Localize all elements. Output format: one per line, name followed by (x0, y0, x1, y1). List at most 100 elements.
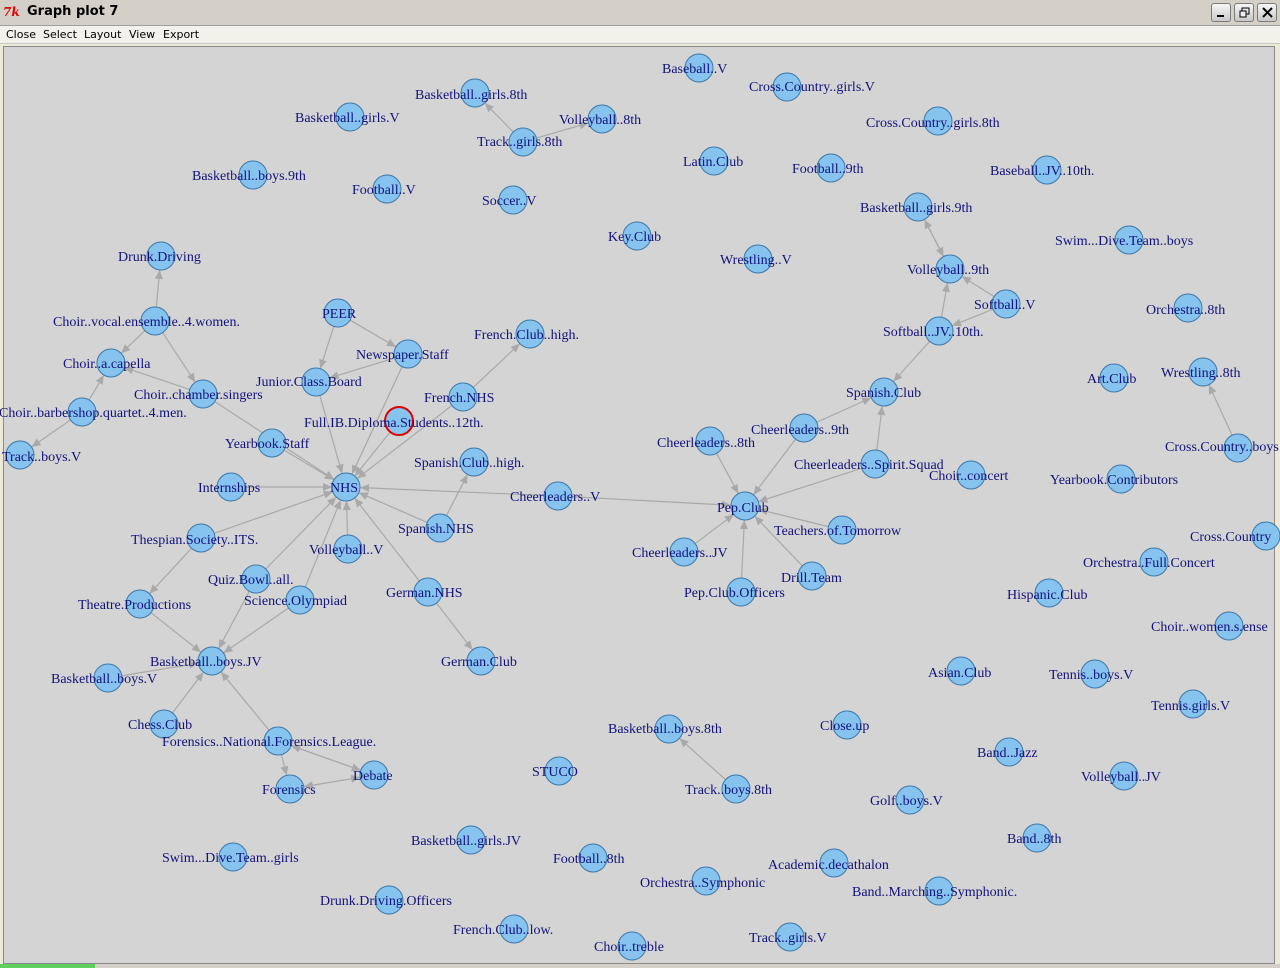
graph-plot[interactable]: Baseball..VCross.Country..girls.VBasketb… (0, 47, 1280, 963)
node-bb_girls_8[interactable]: Basketball..girls.8th (415, 78, 527, 108)
node-circle[interactable] (1223, 433, 1253, 463)
node-yb_contrib[interactable]: Yearbook.Contributors (1050, 464, 1178, 494)
node-circle[interactable] (654, 714, 684, 744)
node-circle[interactable] (67, 397, 97, 427)
node-teachers[interactable]: Teachers.of.Tomorrow (774, 515, 902, 545)
node-circle[interactable] (775, 922, 805, 952)
maximize-button[interactable] (1234, 3, 1254, 22)
node-circle[interactable] (1178, 689, 1208, 719)
node-circle[interactable] (197, 646, 227, 676)
node-circle[interactable] (1214, 611, 1244, 641)
node-circle[interactable] (797, 561, 827, 591)
node-choir_acap[interactable]: Choir..a.capella (63, 348, 151, 378)
node-circle[interactable] (384, 406, 414, 436)
node-softball_jv[interactable]: Softball..JV..10th. (883, 316, 983, 346)
node-orch_8[interactable]: Orchestra..8th (1146, 293, 1225, 323)
node-cheer_9[interactable]: Cheerleaders..9th (751, 413, 849, 443)
node-latin[interactable]: Latin.Club (683, 146, 743, 176)
node-circle[interactable] (617, 931, 647, 961)
node-circle[interactable] (372, 174, 402, 204)
node-circle[interactable] (456, 825, 486, 855)
menu-close[interactable]: Close (6, 28, 36, 41)
node-circle[interactable] (691, 866, 721, 896)
node-circle[interactable] (146, 241, 176, 271)
node-closeup[interactable]: Close.up (820, 710, 869, 740)
node-wrestling_v[interactable]: Wrestling..V (720, 244, 792, 274)
node-circle[interactable] (743, 244, 773, 274)
node-cheer_8[interactable]: Cheerleaders..8th (657, 426, 755, 456)
node-circle[interactable] (275, 774, 305, 804)
node-circle[interactable] (956, 460, 986, 490)
node-circle[interactable] (695, 426, 725, 456)
node-science[interactable]: Science.Olympiad (244, 585, 347, 615)
node-circle[interactable] (895, 785, 925, 815)
node-spanish_high[interactable]: Spanish.Club..high. (414, 447, 524, 477)
node-thespian[interactable]: Thespian.Society..ITS. (131, 523, 258, 553)
node-circle[interactable] (96, 348, 126, 378)
node-peer[interactable]: PEER (322, 298, 357, 328)
node-xc_boys[interactable]: Cross.Country..boys (1165, 433, 1279, 463)
node-soccer_v[interactable]: Soccer..V (482, 185, 536, 215)
node-circle[interactable] (1139, 547, 1169, 577)
node-circle[interactable] (860, 449, 890, 479)
node-circle[interactable] (832, 710, 862, 740)
node-newspaper[interactable]: Newspaper.Staff (356, 339, 449, 369)
node-circle[interactable] (869, 377, 899, 407)
node-circle[interactable] (508, 127, 538, 157)
node-choir_women[interactable]: Choir..women.s.ense (1151, 611, 1268, 641)
node-softball_v[interactable]: Softball..V (974, 289, 1035, 319)
node-orch_full[interactable]: Orchestra..Full.Concert (1083, 547, 1215, 577)
node-circle[interactable] (544, 756, 574, 786)
node-spanish_club[interactable]: Spanish.Club (846, 377, 921, 407)
node-nhs[interactable]: NHS (330, 472, 361, 502)
node-choir_vocal[interactable]: Choir..vocal.ensemble..4.women. (53, 306, 240, 336)
node-circle[interactable] (499, 914, 529, 944)
node-circle[interactable] (1188, 357, 1218, 387)
node-xc_girls_v[interactable]: Cross.Country..girls.V (749, 72, 875, 102)
node-vb_v[interactable]: Volleyball..V (309, 534, 383, 564)
node-circle[interactable] (669, 537, 699, 567)
minimize-button[interactable] (1211, 3, 1231, 22)
node-circle[interactable] (699, 146, 729, 176)
node-circle[interactable] (393, 339, 423, 369)
node-fb_9[interactable]: Football..9th (792, 153, 864, 183)
node-forensics_nfl[interactable]: Forensics..National.Forensics.League. (162, 726, 376, 756)
node-circle[interactable] (323, 298, 353, 328)
node-choir_chamber[interactable]: Choir..chamber.singers (134, 379, 263, 409)
node-circle[interactable] (827, 515, 857, 545)
node-jcb[interactable]: Junior.Class.Board (256, 367, 362, 397)
node-internships[interactable]: Internships (198, 472, 260, 502)
node-circle[interactable] (1034, 578, 1064, 608)
node-bb_boys_jv[interactable]: Basketball..boys.JV (150, 646, 262, 676)
node-golf[interactable]: Golf..boys.V (870, 785, 943, 815)
node-drill[interactable]: Drill.Team (781, 561, 842, 591)
node-circle[interactable] (263, 726, 293, 756)
node-vb_9[interactable]: Volleyball..9th (907, 254, 989, 284)
node-circle[interactable] (188, 379, 218, 409)
node-vb_8[interactable]: Volleyball..8th (559, 104, 641, 134)
node-circle[interactable] (543, 481, 573, 511)
menu-export[interactable]: Export (163, 28, 200, 41)
node-circle[interactable] (622, 221, 652, 251)
node-circle[interactable] (816, 153, 846, 183)
node-circle[interactable] (730, 491, 760, 521)
node-fb_8[interactable]: Football..8th (553, 843, 625, 873)
node-art[interactable]: Art.Club (1087, 363, 1136, 393)
node-circle[interactable] (1114, 225, 1144, 255)
node-french_high[interactable]: French.Club..high. (474, 319, 579, 349)
node-circle[interactable] (498, 185, 528, 215)
node-pep_officers[interactable]: Pep.Club.Officers (684, 577, 785, 607)
node-swim_boys[interactable]: Swim...Dive.Team..boys (1055, 225, 1193, 255)
node-circle[interactable] (93, 663, 123, 693)
node-circle[interactable] (413, 577, 443, 607)
node-track_boys_8[interactable]: Track..boys.8th (685, 774, 772, 804)
node-track_girls_v[interactable]: Track..girls.V (749, 922, 827, 952)
node-circle[interactable] (218, 842, 248, 872)
node-barbershop[interactable]: Choir..barbershop.quartet..4.men. (0, 397, 187, 427)
node-band_8[interactable]: Band..8th (1007, 823, 1061, 853)
node-circle[interactable] (772, 72, 802, 102)
menu-select[interactable]: Select (43, 28, 77, 41)
node-circle[interactable] (186, 523, 216, 553)
node-wrestling_8[interactable]: Wrestling..8th (1161, 357, 1241, 387)
node-circle[interactable] (819, 848, 849, 878)
